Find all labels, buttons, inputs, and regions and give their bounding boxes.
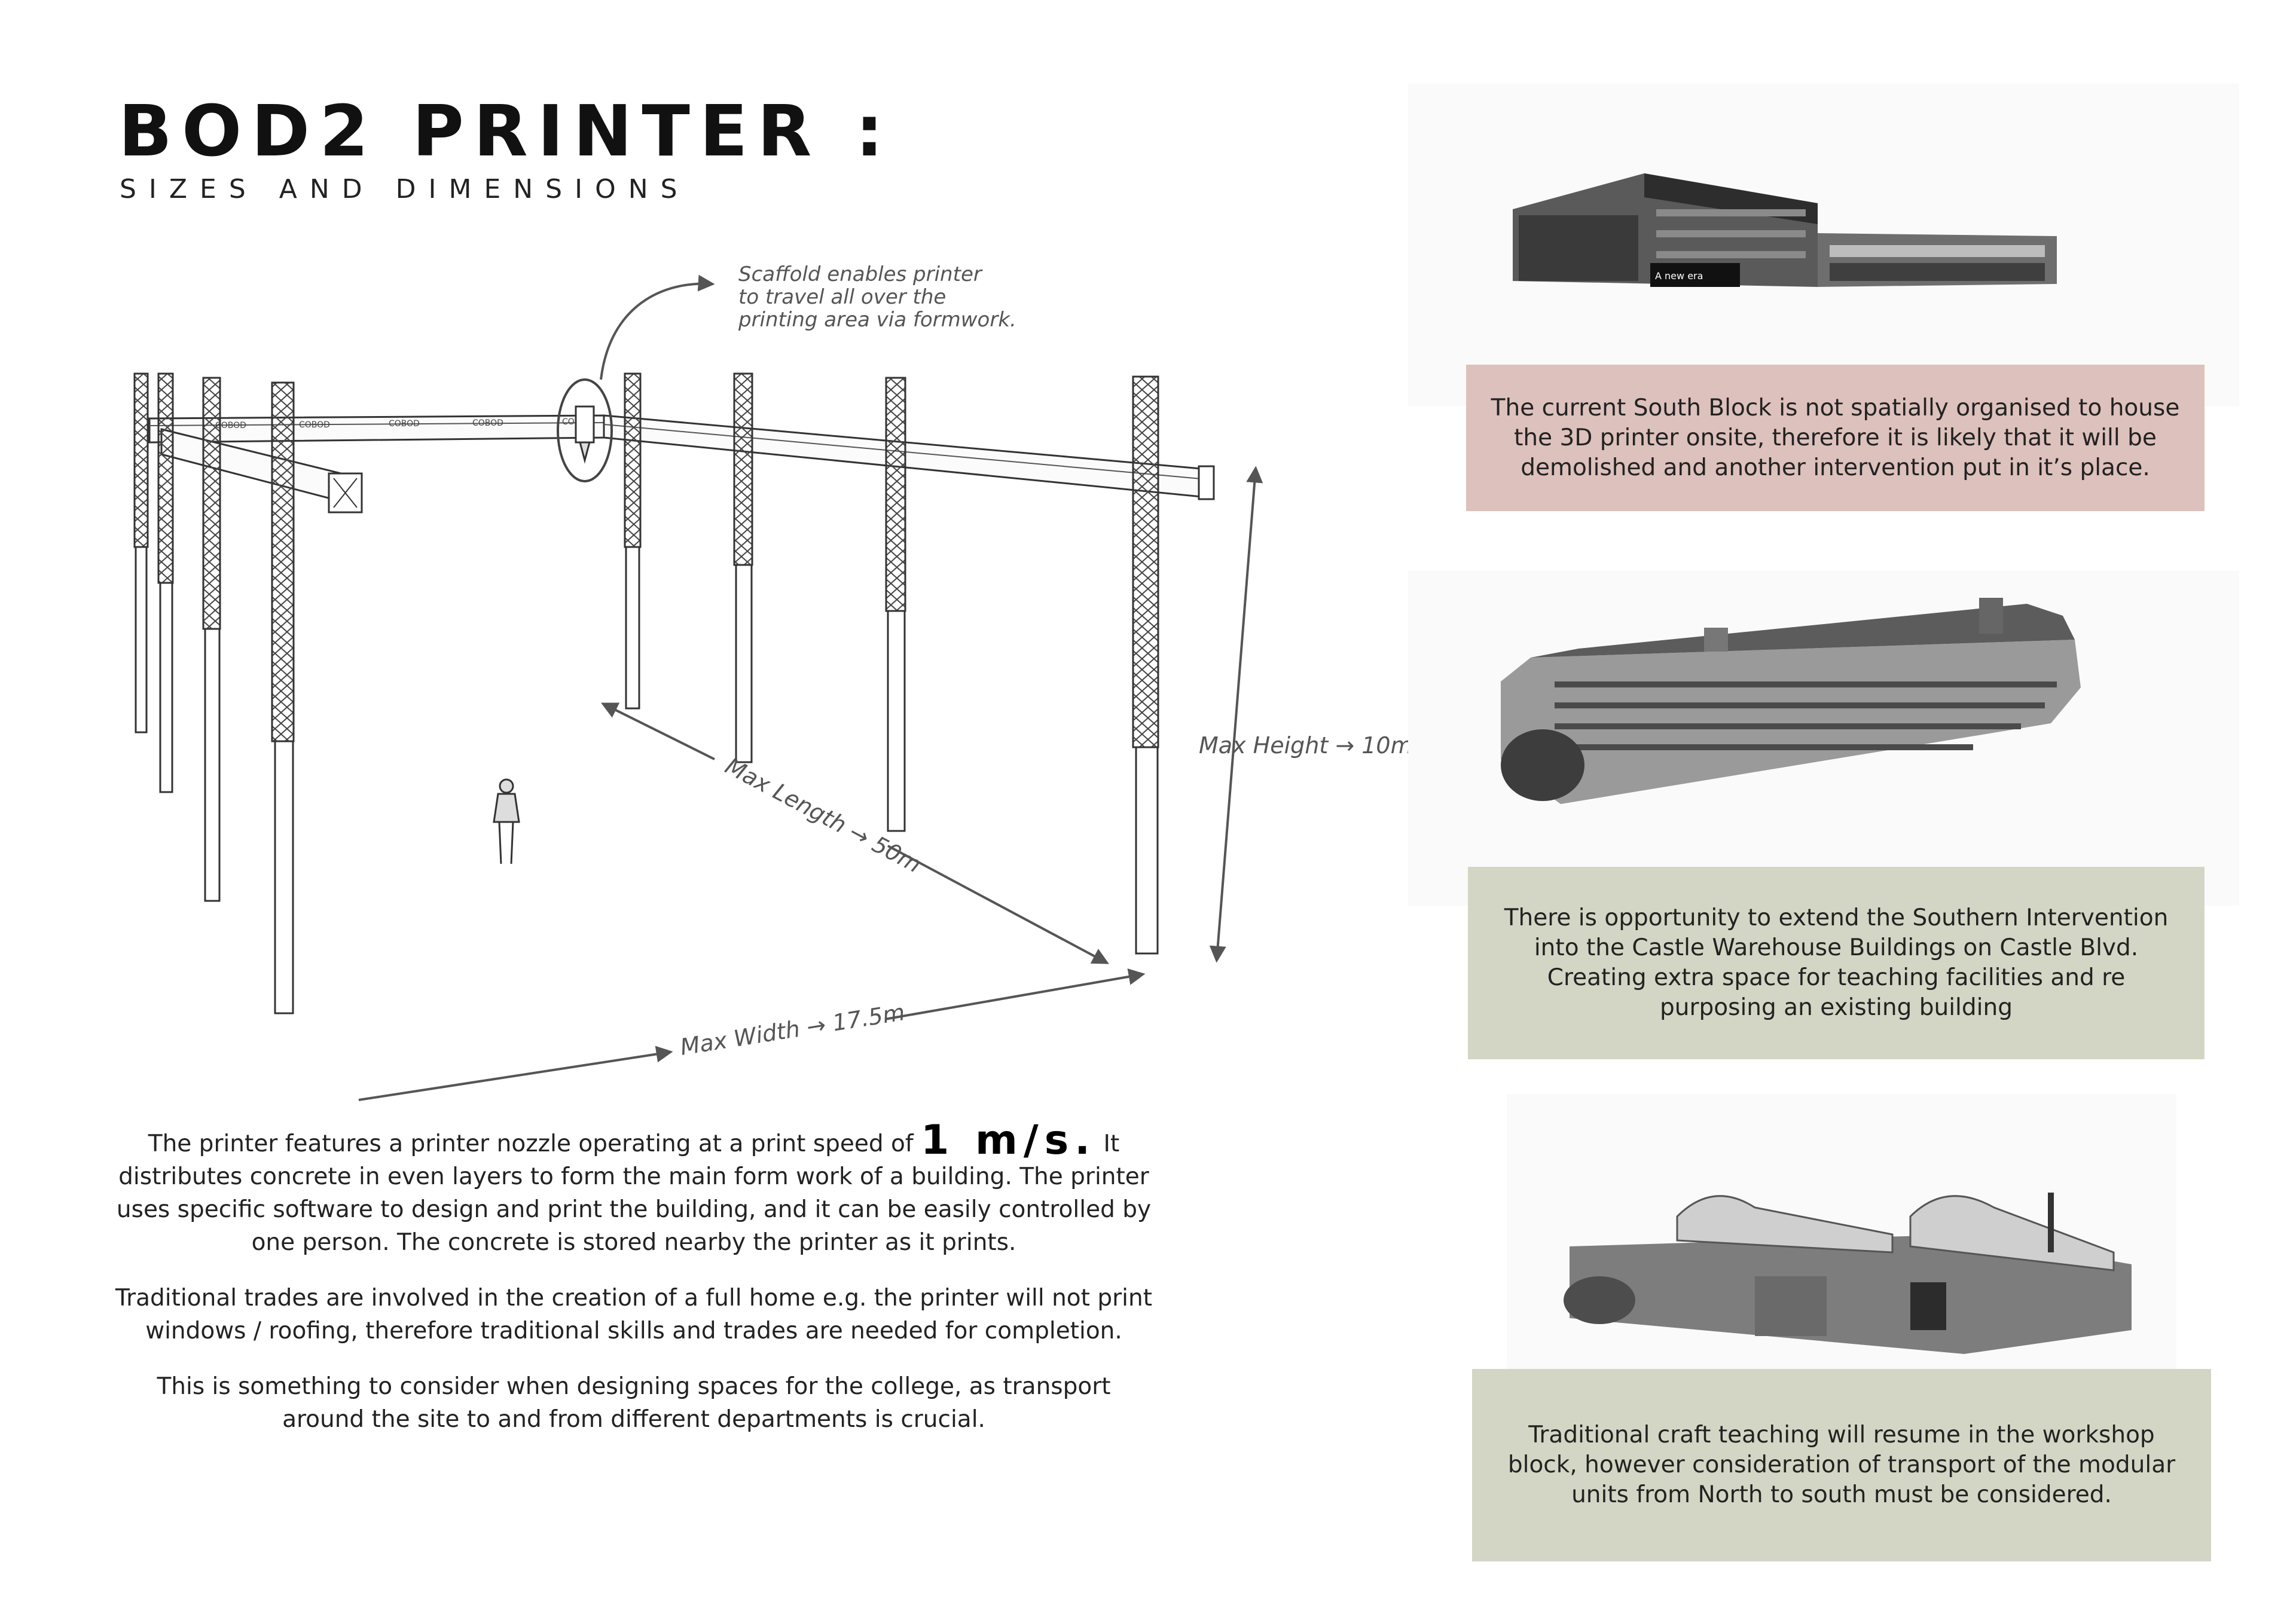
max-height-label: Max Height → 10m bbox=[1199, 732, 1413, 759]
max-height-dimension bbox=[1209, 466, 1263, 963]
paragraph-traditional-trades: Traditional trades are involved in the c… bbox=[115, 1285, 1152, 1344]
column-6 bbox=[733, 372, 753, 763]
description-text: The printer features a printer nozzle op… bbox=[114, 1117, 1154, 1459]
column-5 bbox=[624, 372, 642, 710]
south-block-photo: A new era bbox=[1513, 173, 2057, 287]
svg-text:COBOD: COBOD bbox=[299, 420, 330, 430]
workshop-block-photo bbox=[1564, 1193, 2132, 1354]
print-head bbox=[557, 378, 613, 482]
printer-gantry-sketch: COBOD COBOD COBOD COBOD COBOD bbox=[133, 262, 1413, 1101]
photo1-sign-text: A new era bbox=[1655, 270, 1703, 282]
svg-text:Scaffold enables printer: Scaffold enables printer bbox=[738, 262, 983, 286]
column-7 bbox=[885, 377, 906, 832]
scaffold-arrow bbox=[600, 274, 715, 380]
column-8 bbox=[1132, 375, 1159, 955]
max-length-dimension bbox=[604, 704, 1106, 962]
castle-warehouse-photo bbox=[1501, 598, 2081, 804]
svg-text:COBOD: COBOD bbox=[215, 421, 246, 430]
column-1 bbox=[133, 372, 149, 733]
info-box-castle-warehouse: There is opportunity to extend the South… bbox=[1468, 867, 2205, 1059]
paragraph-print-speed: The printer features a printer nozzle op… bbox=[116, 1117, 1152, 1257]
svg-text:printing area via formwork.: printing area via formwork. bbox=[738, 308, 1016, 332]
page-subtitle: SIZES AND DIMENSIONS bbox=[120, 174, 690, 204]
column-2 bbox=[157, 372, 174, 793]
person-figure bbox=[493, 778, 520, 864]
svg-text:to travel all over the: to travel all over the bbox=[738, 285, 946, 309]
paragraph-transport: This is something to consider when desig… bbox=[157, 1373, 1111, 1433]
print-speed-value: 1 m/s. bbox=[921, 1117, 1097, 1164]
max-width-dimension bbox=[358, 974, 1142, 1101]
max-width-label: Max Width → 17.5m bbox=[679, 999, 907, 1060]
scaffold-annotation: Scaffold enables printer to travel all o… bbox=[738, 262, 1016, 332]
column-4 bbox=[271, 381, 295, 1014]
svg-text:COBOD: COBOD bbox=[389, 419, 420, 429]
column-3 bbox=[202, 377, 221, 902]
info-box-south-block: The current South Block is not spatially… bbox=[1466, 365, 2205, 511]
svg-text:COBOD: COBOD bbox=[472, 418, 503, 428]
info-box-workshop-block: Traditional craft teaching will resume i… bbox=[1472, 1369, 2211, 1561]
page-title: BOD2 PRINTER : bbox=[118, 90, 893, 172]
gantry-beam-right bbox=[603, 414, 1215, 500]
